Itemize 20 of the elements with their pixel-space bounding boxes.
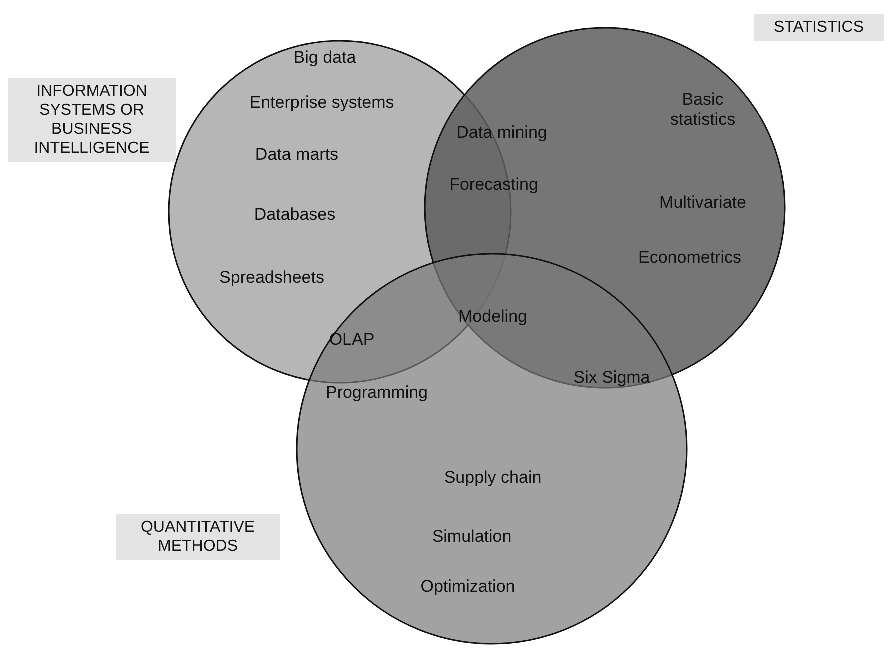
topic-label: Basic statistics (669, 90, 737, 130)
set-title: INFORMATION SYSTEMS OR BUSINESS INTELLIGENCE (8, 78, 176, 162)
topic-label: OLAP (329, 330, 375, 350)
topic-label: Big data (294, 48, 356, 68)
topic-label: Forecasting (450, 175, 538, 195)
topic-label: Enterprise systems (250, 93, 394, 113)
topic-label: Six Sigma (574, 368, 650, 388)
topic-label: Supply chain (444, 468, 542, 488)
topic-label: Programming (326, 383, 428, 403)
topic-label: Simulation (432, 527, 512, 547)
topic-label: Optimization (420, 577, 516, 597)
set-title: STATISTICS (754, 14, 884, 41)
set-title: QUANTITATIVE METHODS (116, 514, 280, 560)
topic-label: Data marts (255, 145, 339, 165)
topic-label: Multivariate (660, 193, 746, 213)
topic-label: Data mining (456, 123, 548, 143)
topic-label: Databases (254, 205, 336, 225)
topic-label: Econometrics (638, 248, 742, 268)
topic-label: Modeling (458, 307, 528, 327)
topic-label: Spreadsheets (220, 268, 324, 288)
